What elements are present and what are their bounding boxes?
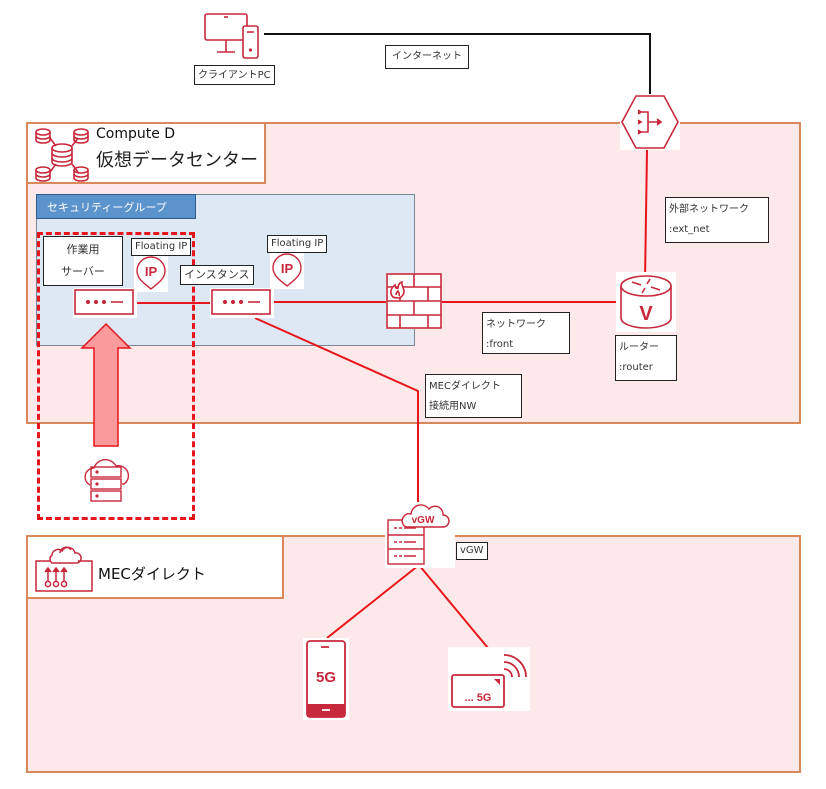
firewall-icon[interactable] — [386, 273, 442, 329]
vgw-label: vGW — [456, 542, 488, 560]
datacenter-title: 仮想データセンター — [96, 150, 258, 171]
client-pc-label: クライアントPC — [194, 65, 275, 85]
ext-network-label: 外部ネットワーク :ext_net — [665, 197, 769, 243]
cloud-server-icon — [78, 455, 134, 511]
internet-gateway-icon[interactable] — [620, 94, 680, 150]
mec-title-box: MECダイレクト — [26, 535, 284, 599]
router-label: ルーター :router — [615, 335, 677, 381]
work-server-migration-area — [37, 232, 195, 520]
front-network-label: ネットワーク :front — [482, 312, 570, 354]
5g-router-text: ... 5G — [465, 692, 492, 704]
security-group-tab: セキュリティーグループ — [36, 194, 196, 219]
mec-title: MECダイレクト — [98, 565, 206, 583]
datacenter-title-box: Compute D 仮想データセンター — [26, 122, 266, 184]
security-group-label: セキュリティーグループ — [47, 201, 167, 214]
database-cluster-icon — [34, 126, 94, 184]
mec-nw-purpose: 接続用NW — [429, 401, 477, 412]
5g-router-icon[interactable]: ... 5G — [448, 647, 530, 711]
vgw-icon-text: vGW — [412, 515, 435, 526]
work-server-line2: サーバー — [61, 265, 105, 278]
work-server-label: 作業用 サーバー — [43, 236, 123, 286]
router-id: :router — [619, 362, 653, 373]
floating-ip-1-icon[interactable]: IP — [134, 256, 168, 292]
smartphone-5g-text: 5G — [316, 669, 336, 686]
mec-direct-icon — [32, 541, 94, 595]
ext-network-name: 外部ネットワーク — [669, 204, 749, 215]
migration-arrow-icon — [80, 322, 132, 448]
floating-ip-2-icon-text: IP — [281, 261, 294, 276]
work-server-line1: 作業用 — [66, 243, 100, 256]
floating-ip-2-label: Floating IP — [267, 235, 328, 253]
internet-label: インターネット — [385, 45, 469, 69]
router-name: ルーター — [619, 342, 659, 353]
front-network-id: :front — [486, 339, 514, 350]
mec-nw-label: MECダイレクト 接続用NW — [425, 374, 522, 418]
instance-label: インスタンス — [180, 265, 254, 285]
ext-network-id: :ext_net — [669, 224, 710, 235]
front-network-name: ネットワーク — [486, 319, 546, 330]
mec-nw-name: MECダイレクト — [429, 381, 501, 392]
router-icon-letter: V — [639, 303, 653, 325]
datacenter-service-name: Compute D — [96, 126, 176, 142]
vgw-icon[interactable]: vGW — [385, 502, 455, 568]
router-icon[interactable]: V — [616, 272, 676, 332]
floating-ip-1-icon-text: IP — [145, 264, 158, 279]
work-server-nic-icon[interactable] — [73, 288, 137, 318]
client-pc-icon[interactable] — [203, 12, 263, 60]
smartphone-5g-icon[interactable]: 5G — [303, 638, 349, 720]
floating-ip-1-label: Floating IP — [131, 238, 192, 256]
instance-nic-icon[interactable] — [210, 288, 274, 318]
floating-ip-2-icon[interactable]: IP — [270, 253, 304, 289]
